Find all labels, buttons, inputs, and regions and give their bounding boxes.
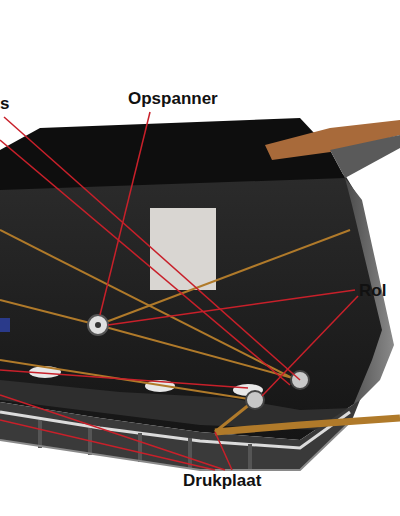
part-label: Opspanner: [128, 89, 218, 109]
ropes: [0, 230, 400, 432]
roller: [246, 391, 264, 409]
hull-interior: [0, 175, 392, 440]
bulkhead: [345, 178, 394, 408]
tensioner-pulley: [88, 315, 108, 335]
leader-lines: [0, 112, 358, 470]
pressure-plate: [0, 412, 350, 448]
part-label: Rol: [359, 281, 386, 301]
block: [150, 208, 216, 290]
deck-edge: [330, 135, 400, 178]
blue-fitting: [0, 318, 10, 332]
hull-bottom: [0, 400, 360, 470]
part-label: Drukplaat: [183, 471, 261, 491]
part-label: s: [0, 94, 9, 114]
tensioner-axle: [95, 322, 101, 328]
